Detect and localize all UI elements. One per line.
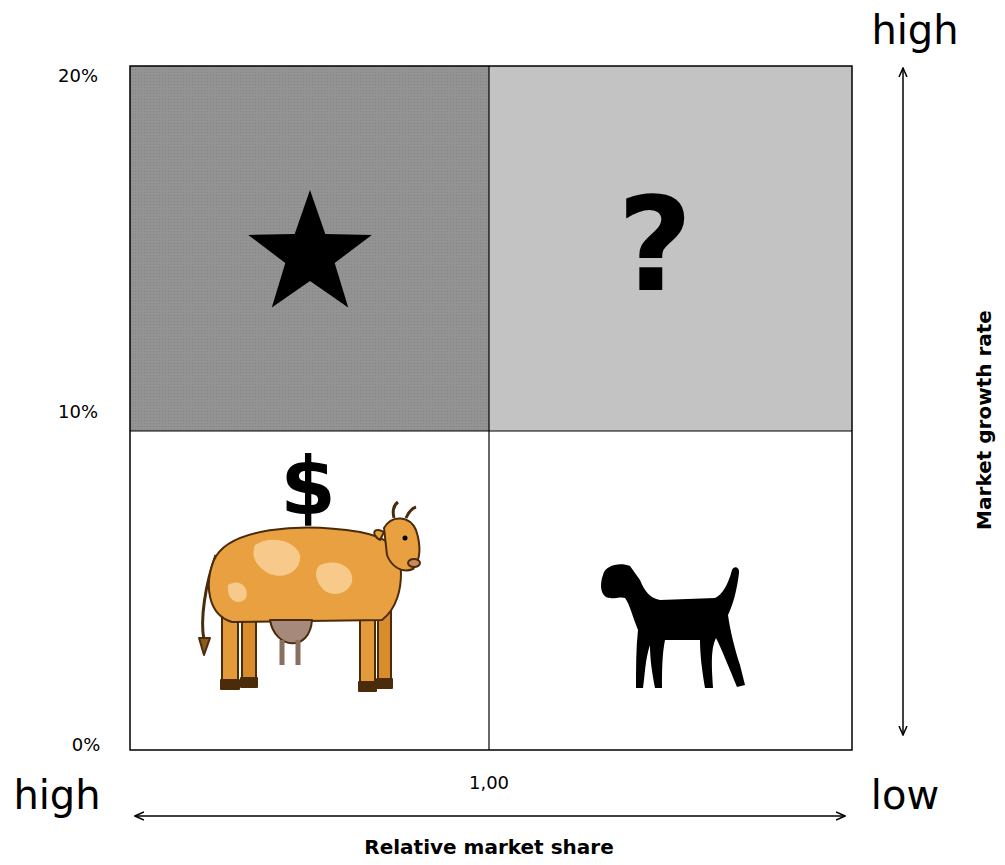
question-symbol: ? — [617, 180, 692, 310]
axis-arrow — [902, 68, 904, 735]
divider-line — [488, 66, 489, 750]
axis-title: Market growth rate — [974, 310, 994, 530]
star-quadrant — [130, 66, 489, 431]
dog-silhouette — [601, 564, 745, 688]
axis-end-label: high — [871, 10, 958, 50]
axis-title: Relative market share — [364, 837, 613, 857]
dog-quadrant — [489, 431, 852, 750]
cow-illustration — [199, 502, 420, 691]
tick-label: 0% — [72, 736, 101, 754]
matrix-border — [130, 66, 852, 750]
star-symbol — [248, 190, 372, 308]
divider-line — [130, 430, 852, 431]
question-quadrant — [489, 66, 852, 431]
axis-end-label: low — [871, 775, 939, 815]
tick-label: 10% — [58, 403, 98, 421]
tick-label: 20% — [58, 67, 98, 85]
axis-end-label: high — [13, 775, 100, 815]
dollar-symbol: $ — [280, 447, 336, 527]
cow-quadrant — [130, 431, 489, 750]
axis-arrow — [135, 815, 845, 817]
tick-label: 1,00 — [469, 774, 509, 792]
